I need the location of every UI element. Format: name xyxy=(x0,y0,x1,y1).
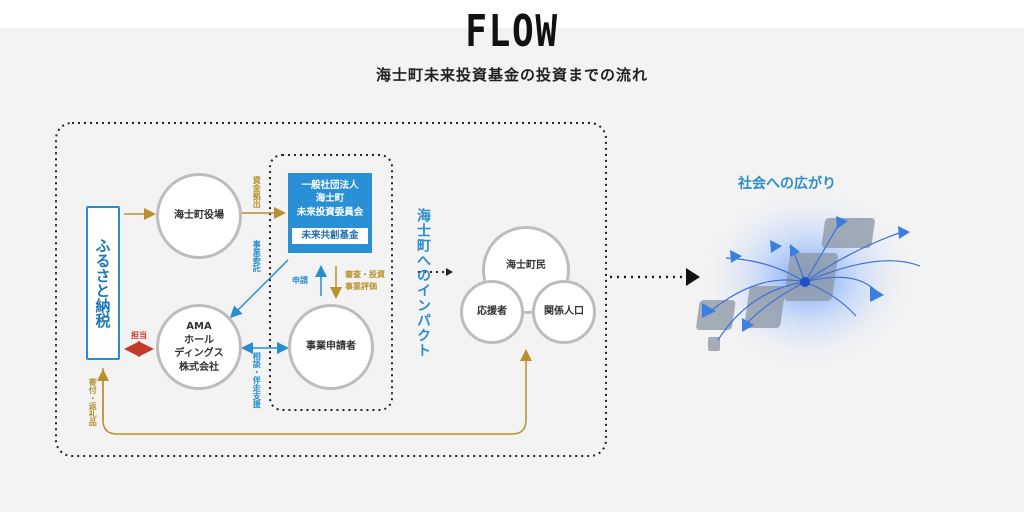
committee-line-1: 一般社団法人 xyxy=(301,180,359,191)
ama-holdings-node: AMA ホール ディングス 株式会社 xyxy=(156,304,242,390)
ama-line-3: ディングス xyxy=(174,348,224,359)
related-population-node: 関係人口 xyxy=(532,280,596,344)
review-investment-label: 審査・投資 xyxy=(345,270,385,279)
in-charge-label: 担当 xyxy=(131,331,147,340)
top-bar xyxy=(0,0,1024,28)
ama-line-1: AMA xyxy=(186,321,212,332)
social-spread-label: 社会への広がり xyxy=(738,176,836,192)
inner-dotted-frame xyxy=(269,154,393,411)
furusato-label: ふるさと納税 xyxy=(93,238,112,328)
fund-contribution-label: 資金拠出 xyxy=(252,176,262,208)
supporters-label: 応援者 xyxy=(477,306,507,318)
outer-dotted-frame xyxy=(55,122,607,457)
town-office-node: 海士町役場 xyxy=(156,173,242,259)
town-office-label: 海士町役場 xyxy=(174,210,224,222)
applicant-label: 事業申請者 xyxy=(306,341,356,353)
donation-gift-label: 寄付・返礼品 xyxy=(88,378,98,426)
impact-label: 海士町へのインパクト xyxy=(415,208,431,358)
ama-line-2: ホール xyxy=(184,334,214,346)
social-spread-graphic xyxy=(696,184,921,372)
application-label: 申請 xyxy=(292,276,308,285)
page-subtitle: 海士町未来投資基金の投資までの流れ xyxy=(375,66,648,84)
ama-line-4: 株式会社 xyxy=(179,361,219,373)
page-title: FLOW xyxy=(465,6,559,57)
committee-line-3: 未来投資委員会 xyxy=(296,206,364,218)
supporters-node: 応援者 xyxy=(460,280,524,344)
consultation-support-label: 相談・伴走支援 xyxy=(252,352,262,408)
furusato-tax-box: ふるさと納税 xyxy=(86,206,120,360)
business-commission-label: 事業委託 xyxy=(252,240,262,272)
business-evaluation-label: 事業評価 xyxy=(345,282,377,291)
related-population-label: 関係人口 xyxy=(544,306,584,318)
applicant-node: 事業申請者 xyxy=(288,304,374,390)
fund-label: 未来共創基金 xyxy=(292,228,368,244)
residents-label: 海士町民 xyxy=(506,260,546,271)
committee-line-2: 海士町 xyxy=(315,193,345,205)
